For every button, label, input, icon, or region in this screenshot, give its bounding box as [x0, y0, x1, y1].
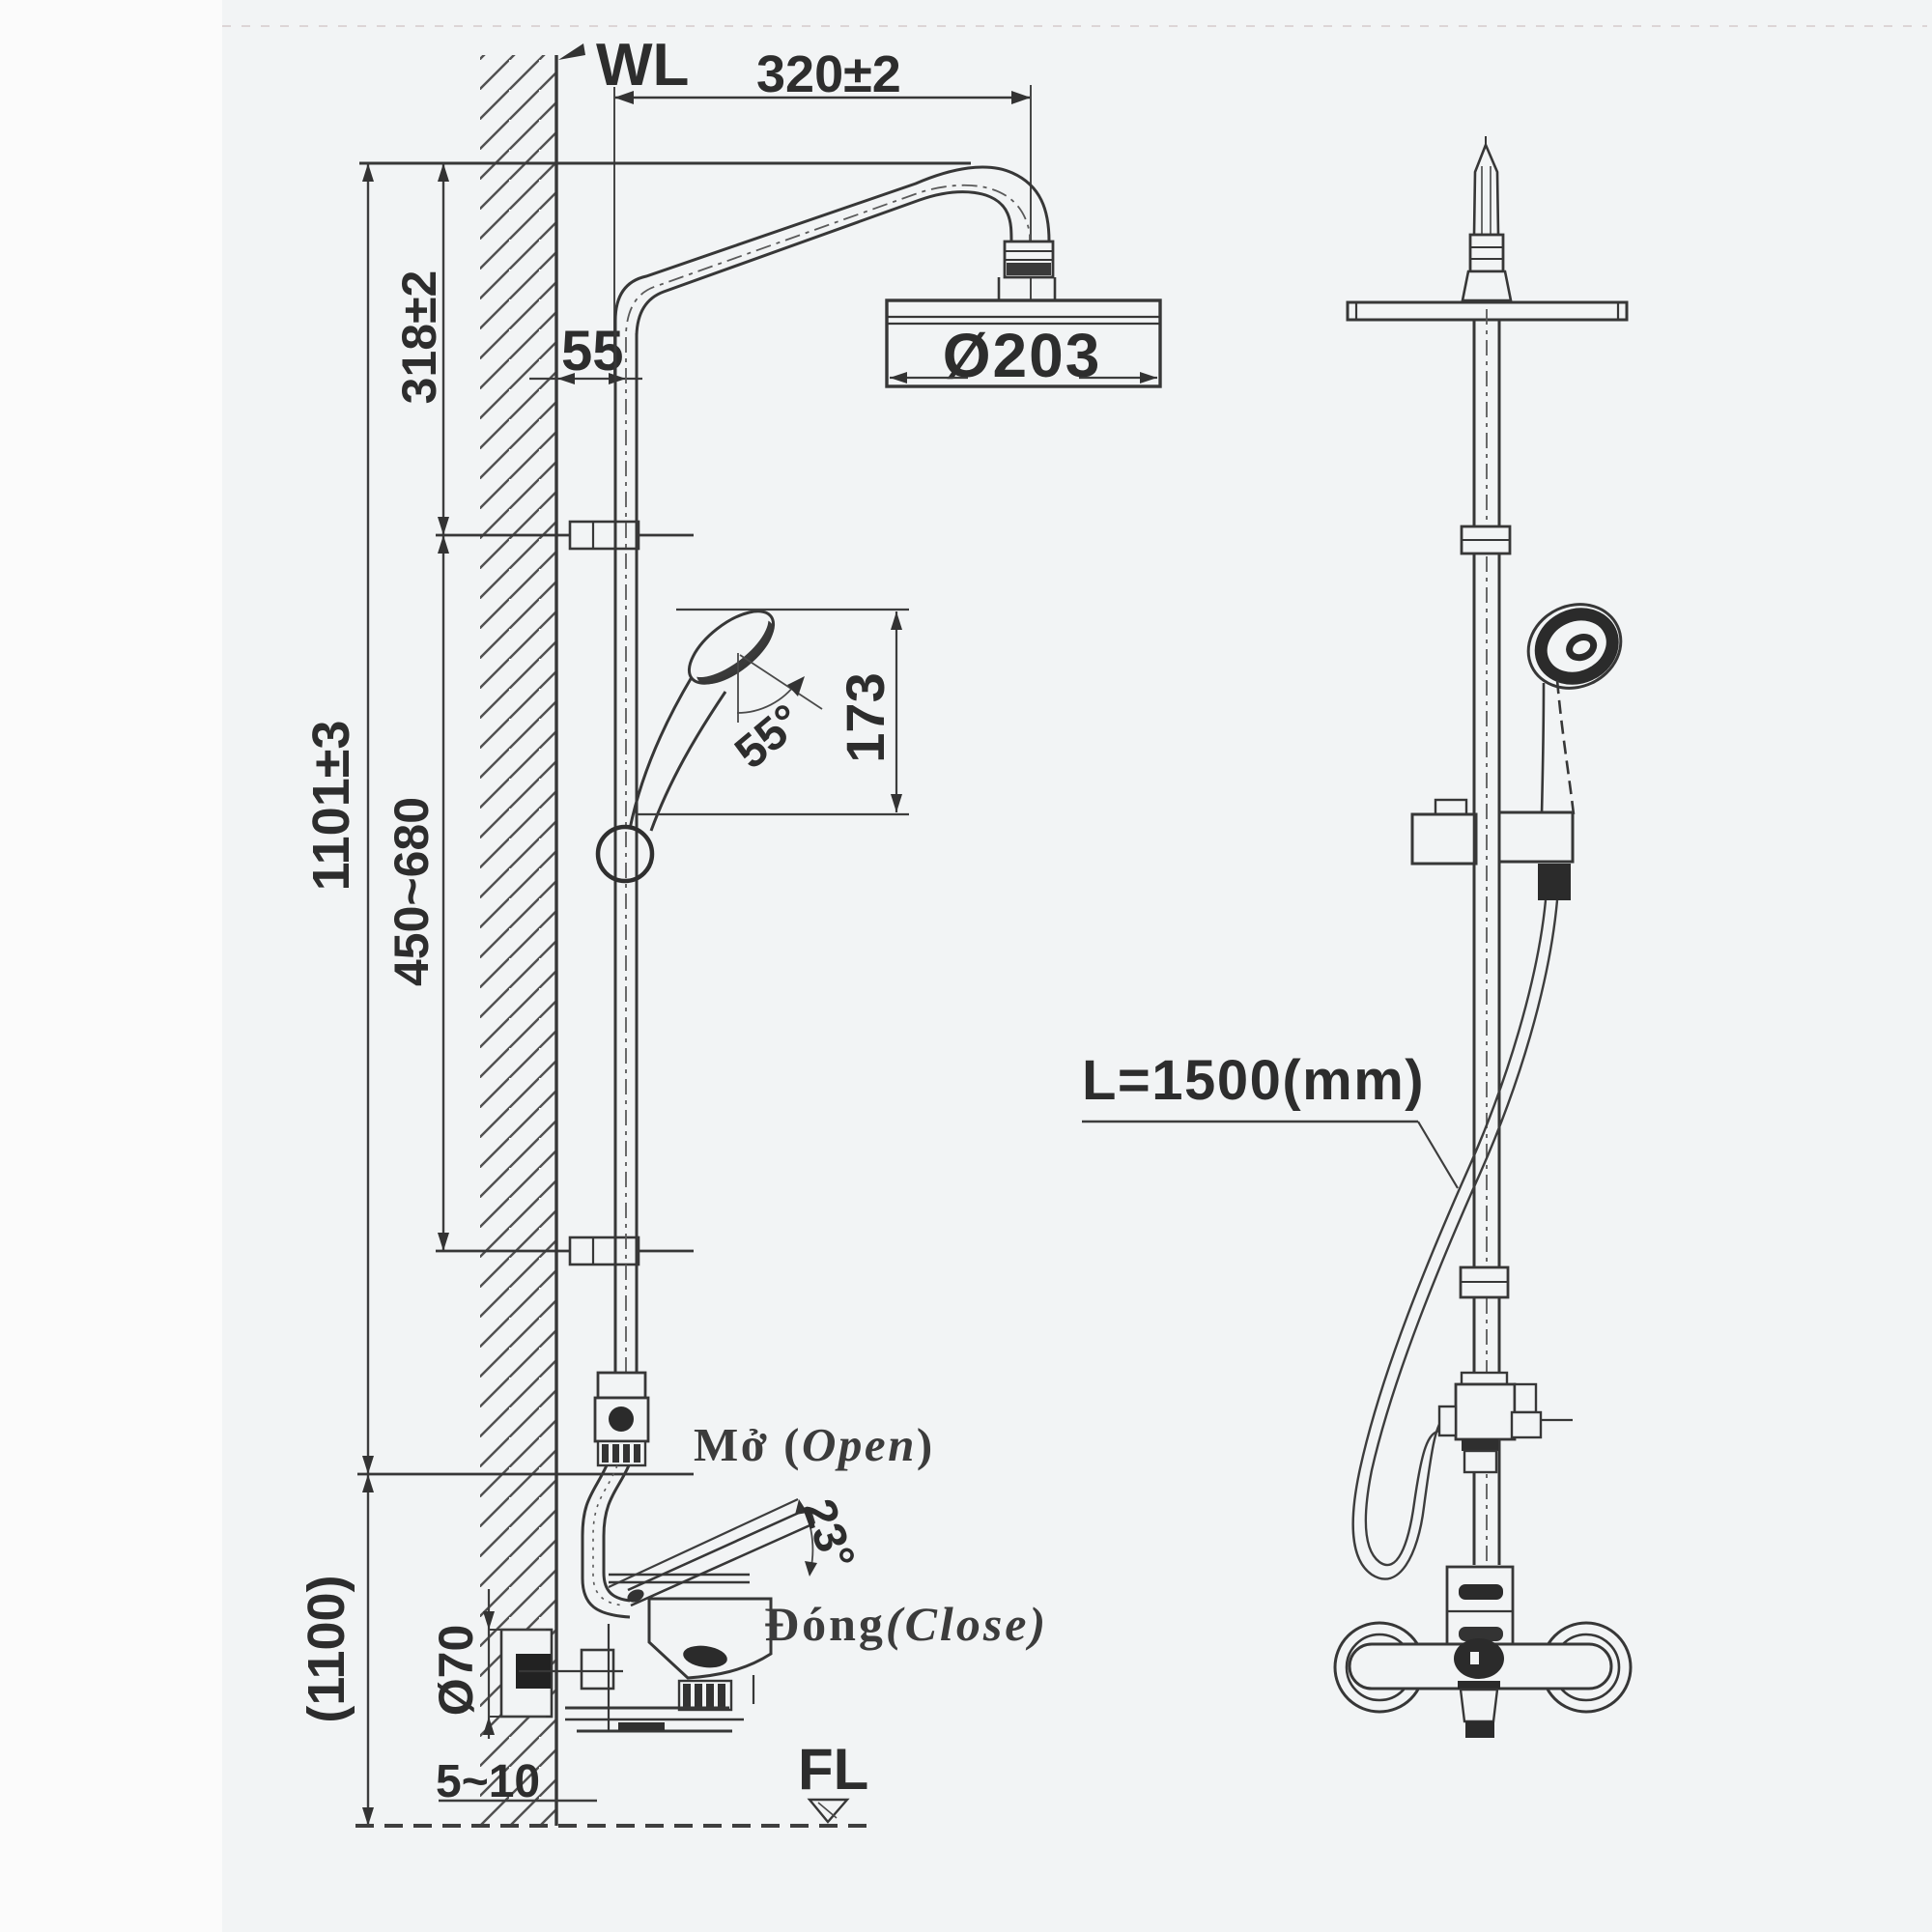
svg-text:450~680: 450~680 [384, 797, 439, 986]
svg-text:Ø70: Ø70 [429, 1625, 483, 1717]
svg-text:318±2: 318±2 [392, 270, 446, 405]
svg-text:Mở (Open): Mở (Open) [694, 1418, 935, 1471]
svg-text:FL: FL [798, 1737, 868, 1802]
svg-text:(1100): (1100) [298, 1575, 355, 1722]
svg-text:55: 55 [561, 320, 624, 383]
svg-text:1101±3: 1101±3 [302, 721, 360, 892]
svg-text:5~10: 5~10 [436, 1756, 540, 1807]
svg-text:Ø203: Ø203 [943, 321, 1102, 390]
svg-text:L=1500(mm): L=1500(mm) [1082, 1049, 1425, 1112]
svg-text:WL: WL [596, 32, 689, 99]
svg-text:320±2: 320±2 [756, 45, 901, 103]
svg-text:173: 173 [835, 672, 895, 762]
svg-text:Đóng(Close): Đóng(Close) [764, 1597, 1048, 1651]
